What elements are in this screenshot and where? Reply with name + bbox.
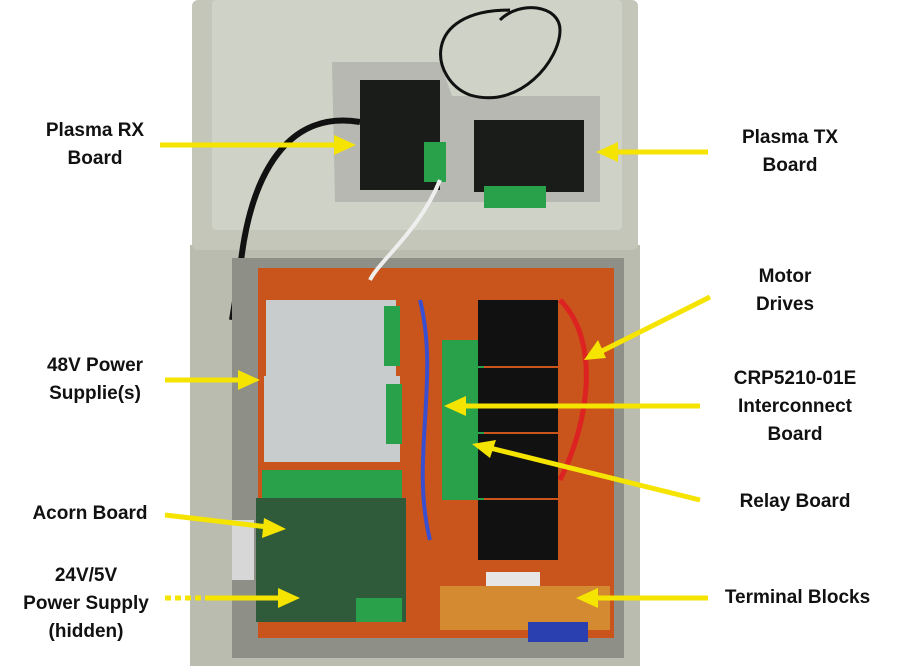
rx-terminal xyxy=(424,142,446,182)
serial-connector xyxy=(232,520,254,580)
tx-terminal xyxy=(484,186,546,208)
label-plasma-rx: Plasma RX Board xyxy=(45,120,145,169)
fiber-cable xyxy=(439,6,562,100)
plasma-tx-board xyxy=(474,120,584,192)
label-24v5v: 24V/5V Power Supply (hidden) xyxy=(23,565,149,642)
psu-2 xyxy=(264,376,400,462)
white-wiring xyxy=(368,179,442,281)
acorn-terminal-strip xyxy=(262,470,402,498)
arrow-24v5v xyxy=(165,588,300,608)
label-plasma-tx: Plasma TX Board xyxy=(741,127,839,176)
label-interconnect: CRP5210-01E Interconnect Board xyxy=(733,368,857,445)
psu-1 xyxy=(266,300,396,378)
terminal-block-blue xyxy=(528,622,588,642)
label-48v-power: 48V Power Supplie(s) xyxy=(46,355,144,404)
motor-drive-4 xyxy=(478,500,558,560)
arrow-motor-drives xyxy=(584,294,712,360)
label-motor-drives: Motor Drives xyxy=(755,266,815,315)
arrow-plasma-tx xyxy=(596,142,708,162)
label-relay: Relay Board xyxy=(739,491,851,512)
black-cable xyxy=(229,117,361,321)
motor-drive-2 xyxy=(478,368,558,432)
acorn-bottom-terminal xyxy=(356,598,402,622)
motor-drive-1 xyxy=(478,300,558,366)
arrow-plasma-rx xyxy=(160,135,356,155)
arrow-relay xyxy=(472,440,701,503)
blue-wiring xyxy=(418,299,432,541)
psu-2-terminal xyxy=(386,384,402,444)
arrow-terminal-blocks xyxy=(576,588,708,608)
arrow-48v-power xyxy=(165,370,260,390)
interconnect-board-shape xyxy=(442,340,484,500)
psu-1-terminal xyxy=(384,306,400,366)
label-acorn: Acorn Board xyxy=(32,503,148,524)
arrow-interconnect xyxy=(444,396,700,416)
red-wiring xyxy=(557,298,589,482)
arrow-acorn xyxy=(164,512,286,538)
label-terminal-blocks: Terminal Blocks xyxy=(724,587,871,608)
